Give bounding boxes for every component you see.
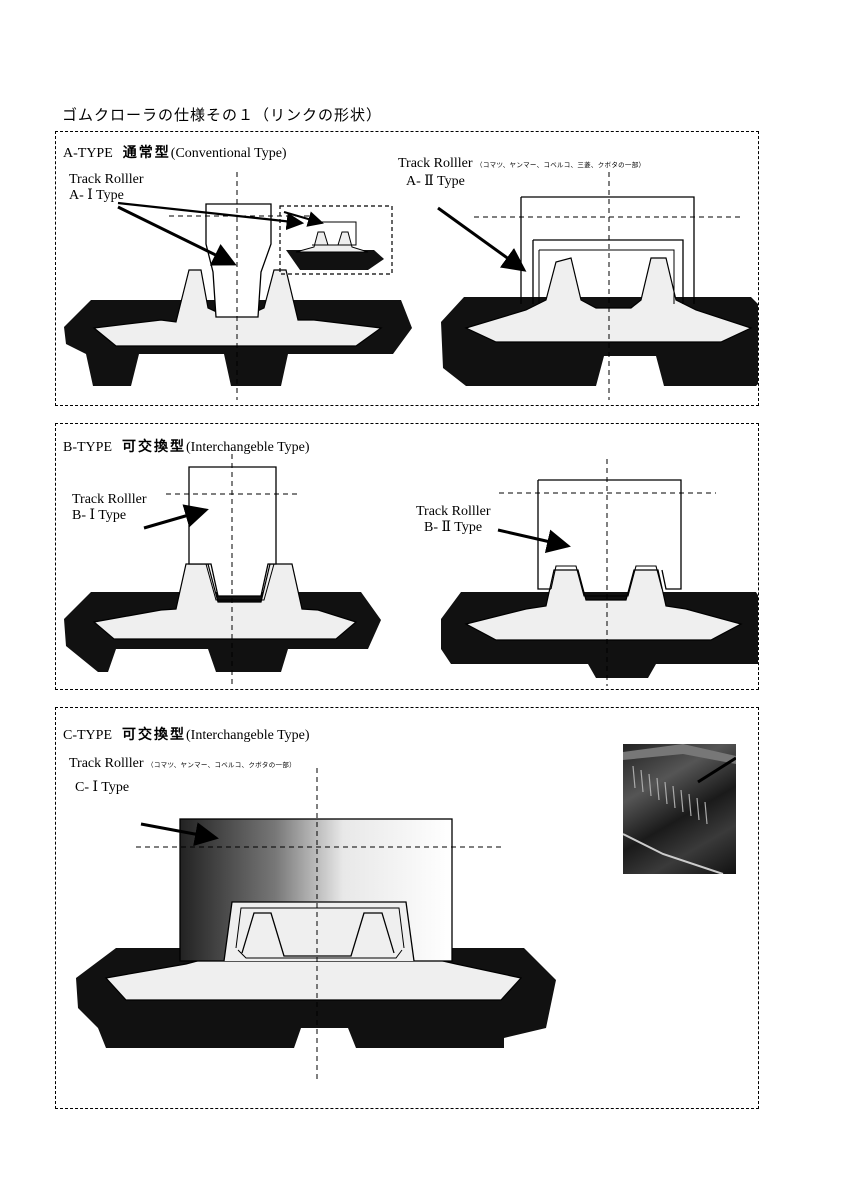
- panel-a-type-jp: 通常型: [122, 146, 171, 161]
- panel-a-right-link-core: [464, 257, 753, 343]
- panel-a-right-roller-text: Track Rolller: [398, 156, 473, 171]
- panel-c-type: C-TYPE 可交換型(Interchangeble Type) Track Ro…: [55, 707, 759, 1109]
- panel-c-header: C-TYPE 可交換型(Interchangeble Type): [63, 724, 310, 744]
- panel-a-header: A-TYPE 通常型(Conventional Type): [63, 142, 287, 162]
- panel-c-link-teeth: [241, 912, 395, 957]
- track-roller-photo: [623, 744, 736, 874]
- panel-b-right-roller: [537, 479, 682, 590]
- panel-a-left-roller-text: Track Rolller: [69, 172, 144, 187]
- panel-b-type-en: (Interchangeble Type): [186, 440, 310, 455]
- panel-b-type-code: B-TYPE: [63, 440, 112, 455]
- panel-b-header: B-TYPE 可交換型(Interchangeble Type): [63, 436, 310, 456]
- panel-b-left-label: Track Rolller B- Ⅰ Type: [72, 492, 147, 524]
- panel-a-diagram: [64, 172, 758, 400]
- panel-a-left-roller: [205, 203, 272, 318]
- panel-b-left-roller-text: Track Rolller: [72, 492, 147, 507]
- page-title: ゴムクローラの仕様その１（リンクの形状）: [62, 108, 383, 124]
- panel-a-right-type-text: A- Ⅱ Type: [406, 174, 465, 189]
- panel-a-left-link-core: [92, 269, 383, 347]
- panel-c-type-text: C- Ⅰ Type: [75, 780, 130, 795]
- panel-a-type-code: A-TYPE: [63, 146, 113, 161]
- panel-b-right-link-core: [464, 569, 743, 641]
- panel-b-right-roller-text: Track Rolller: [416, 504, 491, 519]
- panel-c-type-jp: 可交換型: [122, 728, 186, 743]
- panel-a-type: A-TYPE 通常型(Conventional Type) Track Rolll…: [55, 131, 759, 406]
- panel-c-label: Track Rolller （コマツ、ヤンマー、コベルコ、クボタの一部） C- …: [69, 756, 296, 796]
- panel-c-diagram: [76, 768, 556, 1083]
- panel-c-type-en: (Interchangeble Type): [186, 728, 310, 743]
- panel-b-type-jp: 可交換型: [122, 440, 186, 455]
- panel-a-type-en: (Conventional Type): [170, 146, 287, 161]
- panel-b-right-type-text: B- Ⅱ Type: [424, 520, 483, 535]
- panel-c-makers: （コマツ、ヤンマー、コベルコ、クボタの一部）: [147, 762, 296, 769]
- panel-b-left-roller: [188, 466, 277, 597]
- panel-c-roller-text: Track Rolller: [69, 756, 144, 771]
- panel-b-left-type-text: B- Ⅰ Type: [72, 508, 127, 523]
- panel-a-right-label: Track Rolller （コマツ、ヤンマー、コベルコ、三菱、クボタの一部） …: [398, 156, 645, 190]
- panel-a-right-makers: （コマツ、ヤンマー、コベルコ、三菱、クボタの一部）: [476, 162, 646, 169]
- panel-a-left-type-text: A- Ⅰ Type: [69, 188, 124, 203]
- panel-c-type-code: C-TYPE: [63, 728, 112, 743]
- panel-b-right-label: Track Rolller B- Ⅱ Type: [416, 504, 491, 536]
- panel-b-diagram: [64, 454, 758, 686]
- panel-b-type: B-TYPE 可交換型(Interchangeble Type) Track Ro…: [55, 423, 759, 690]
- panel-a-left-label: Track Rolller A- Ⅰ Type: [69, 172, 144, 204]
